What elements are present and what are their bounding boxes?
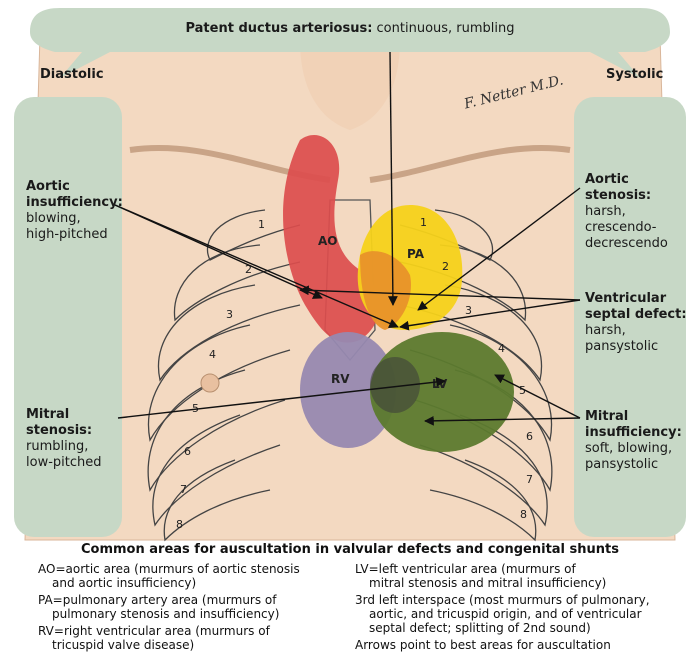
svg-text:1: 1 (420, 216, 427, 229)
legend-item-lv: LV=left ventricular area (murmurs of mit… (355, 562, 607, 590)
lv-label: LV (432, 377, 448, 391)
svg-text:5: 5 (192, 402, 199, 415)
svg-text:3: 3 (226, 308, 233, 321)
right-clavicle (369, 144, 571, 183)
legend-title: Common areas for auscultation in valvula… (80, 542, 619, 557)
svg-text:6: 6 (184, 445, 191, 458)
svg-text:1: 1 (258, 218, 265, 231)
top-banner-bracket (30, 8, 670, 78)
mitral-insufficiency-label: Mitral insufficiency: soft, blowing, pan… (585, 409, 686, 472)
rv-label: RV (331, 372, 350, 386)
mitral-stenosis-label: Mitral stenosis: rumbling, low-pitched (26, 407, 102, 470)
aortic-stenosis-label: Aortic stenosis: harsh, crescendo- decre… (585, 172, 668, 251)
nipple (200, 373, 220, 393)
systolic-label: Systolic (606, 67, 663, 82)
diastolic-panel (14, 97, 122, 537)
svg-text:2: 2 (245, 263, 252, 276)
legend-item-rv: RV=right ventricular area (murmurs of tr… (38, 624, 270, 652)
legend-item-arrows: Arrows point to best areas for auscultat… (355, 638, 611, 652)
svg-text:8: 8 (176, 518, 183, 531)
top-banner-text: Patent ductus arteriosus: continuous, ru… (185, 21, 514, 36)
legend-right-column: LV=left ventricular area (murmurs of mit… (355, 562, 685, 655)
svg-text:7: 7 (526, 473, 533, 486)
legend-item-pa: PA=pulmonary artery area (murmurs of pul… (38, 593, 280, 621)
overlap-area (360, 251, 411, 330)
aortic-insufficiency-label: Aortic insufficiency: blowing, high-pitc… (26, 179, 127, 242)
svg-text:3: 3 (465, 304, 472, 317)
svg-text:8: 8 (520, 508, 527, 521)
ao-label: AO (318, 234, 338, 248)
svg-text:7: 7 (180, 483, 187, 496)
lv-shadow (370, 357, 420, 413)
legend-left-column: AO=aortic area (murmurs of aortic stenos… (38, 562, 348, 655)
legend: Common areas for auscultation in valvula… (0, 540, 700, 671)
neck (300, 40, 400, 130)
svg-text:4: 4 (209, 348, 216, 361)
svg-text:5: 5 (519, 384, 526, 397)
auscultation-arrows (114, 51, 581, 426)
svg-text:2: 2 (442, 260, 449, 273)
rib-numbers-right: 1 2 3 4 5 6 7 8 (420, 216, 533, 521)
pa-label: PA (407, 247, 425, 261)
svg-text:4: 4 (498, 342, 505, 355)
systolic-panel (574, 97, 686, 537)
vsd-label: Ventricular septal defect: harsh, pansys… (585, 291, 691, 354)
svg-text:6: 6 (526, 430, 533, 443)
legend-item-third-interspace: 3rd left interspace (most murmurs of pul… (355, 593, 650, 635)
legend-item-ao: AO=aortic area (murmurs of aortic stenos… (38, 562, 300, 590)
rib-numbers-left: 1 2 3 4 5 6 7 8 (176, 218, 265, 531)
rv-area (300, 332, 396, 448)
diastolic-label: Diastolic (40, 67, 104, 82)
